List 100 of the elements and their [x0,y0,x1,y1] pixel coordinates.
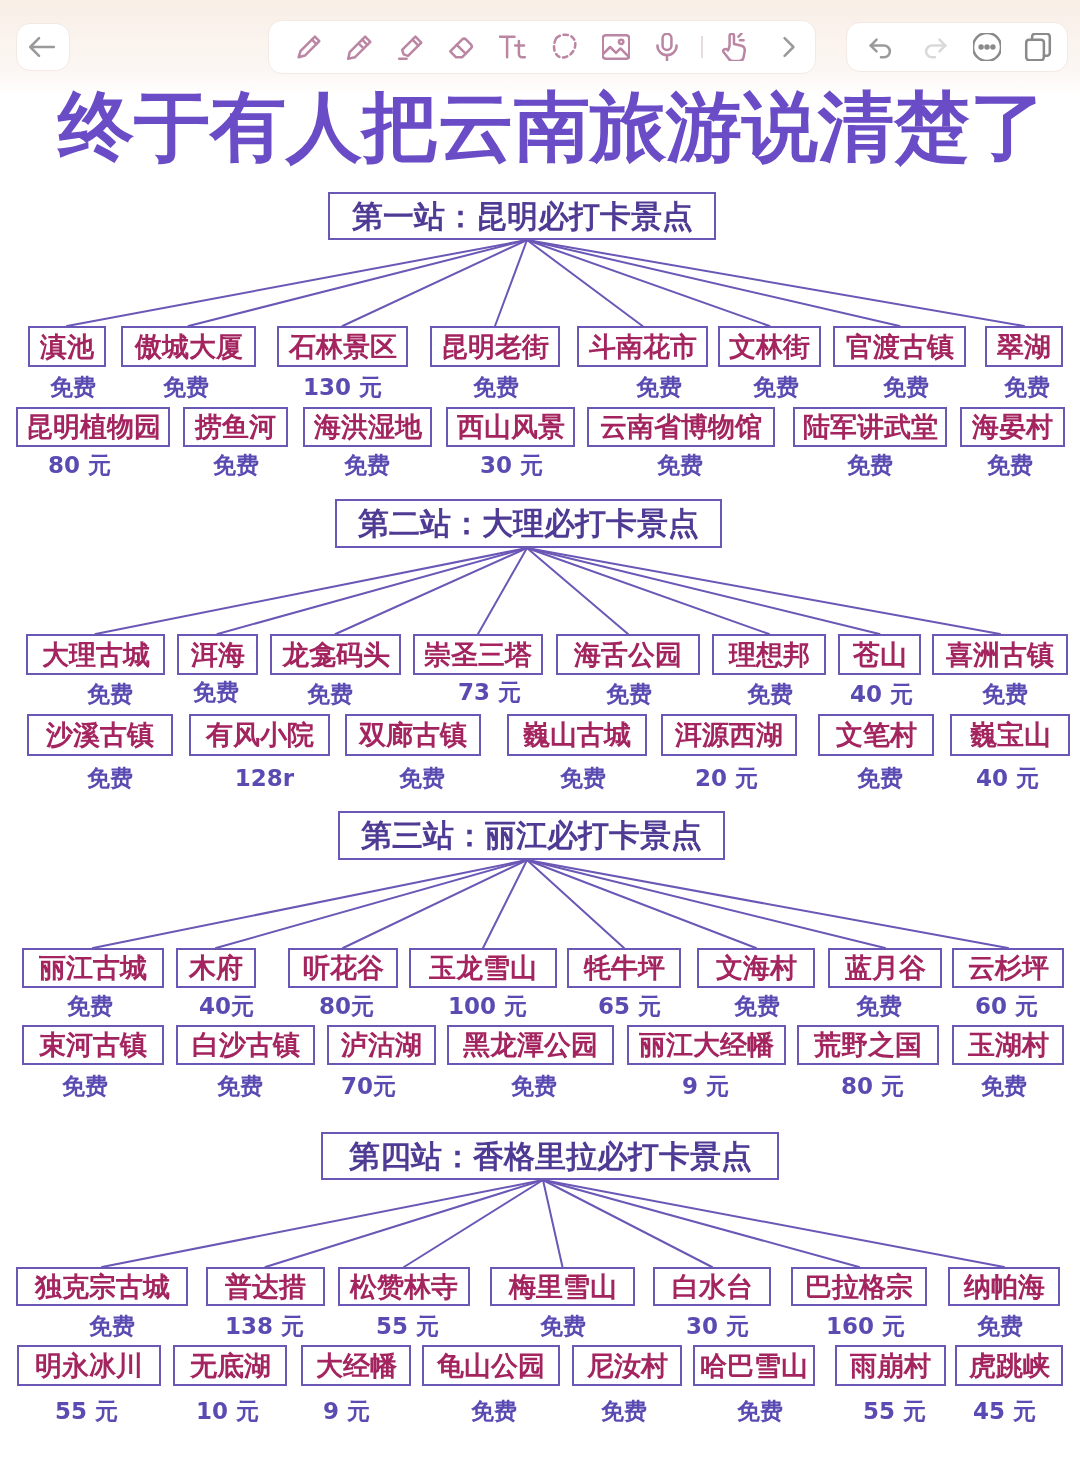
place-name: 丽江古城 [39,953,147,983]
connector-line [526,547,629,635]
price-label: 免费 [980,1073,1027,1098]
place-name: 独克宗古城 [34,1271,170,1302]
place-name: 蓝月谷 [844,953,926,983]
price-label: 免费 [986,452,1033,477]
connector-line [477,547,528,635]
place-name: 荒野之国 [814,1030,922,1060]
station-heading: 第一站：昆明必打卡景点 [351,198,693,234]
place-name: 云杉坪 [967,953,1049,983]
price-label: 70元 [341,1073,396,1098]
price-label: 100 元 [448,993,527,1018]
place-name: 陆军讲武堂 [802,412,938,442]
place-name: 昆明老街 [441,331,549,362]
heading-box [338,811,725,860]
price-label: 免费 [882,374,929,399]
place-name: 翠湖 [997,331,1051,362]
place-name: 文海村 [715,953,797,983]
price-label: 免费 [192,679,239,704]
place-name: 纳帕海 [963,1271,1045,1302]
connector-line [334,547,528,635]
price-label: 免费 [61,1073,108,1098]
station-heading: 第四站：香格里拉必打卡景点 [348,1138,752,1174]
price-label: 免费 [656,452,703,477]
place-name: 雨崩村 [850,1350,931,1381]
place-name: 海洪湿地 [313,412,422,442]
place-name: 昆明植物园 [25,412,161,442]
price-label: 免费 [66,993,113,1018]
price-label: 55 元 [863,1398,926,1423]
place-name: 文笔村 [835,720,917,750]
place-name: 龟山公园 [437,1350,545,1381]
connector-line [494,239,528,327]
place-name: 玉湖村 [967,1030,1049,1060]
price-label: 免费 [86,765,133,790]
price-label: 60 元 [975,993,1038,1018]
place-name: 大经幡 [315,1350,397,1381]
place-name: 文林街 [729,331,810,362]
place-name: 洱源西湖 [675,720,783,750]
price-label: 80 元 [48,452,111,477]
price-label: 免费 [88,1313,135,1338]
place-name: 喜洲古镇 [946,639,1054,670]
price-label: 免费 [86,681,133,706]
price-label: 免费 [216,1073,263,1098]
place-name: 理想邦 [728,639,810,670]
price-label: 免费 [976,1313,1023,1338]
price-label: 80 元 [841,1073,904,1098]
connector-line [403,1179,544,1268]
price-label: 免费 [736,1398,783,1423]
connector-line [542,1179,564,1268]
place-name: 洱海 [190,639,245,670]
place-name: 哈巴雪山 [700,1350,808,1381]
price-label: 免费 [600,1398,647,1423]
price-label: 免费 [162,374,209,399]
price-label: 免费 [306,681,353,706]
station-heading: 第三站：丽江必打卡景点 [361,818,702,853]
price-label: 免费 [846,452,893,477]
price-label: 免费 [752,374,799,399]
price-label: 免费 [635,374,682,399]
price-label: 免费 [472,374,519,399]
place-name: 巍宝山 [969,720,1051,750]
place-name: 普达措 [225,1271,306,1302]
price-label: 80元 [319,993,374,1018]
price-label: 免费 [605,681,652,706]
place-name: 崇圣三塔 [424,639,532,670]
place-name: 滇池 [40,331,94,362]
place-name: 石林景区 [288,331,397,362]
connector-line [341,239,528,327]
price-label: 30 元 [480,452,543,477]
price-label: 免费 [981,681,1028,706]
place-name: 梅里雪山 [508,1271,617,1302]
price-label: 10 元 [196,1398,259,1423]
place-name: 黑龙潭公园 [463,1030,598,1060]
price-label: 免费 [856,765,903,790]
place-name: 玉龙雪山 [429,953,537,983]
price-label: 免费 [855,993,902,1018]
connector-line [526,547,770,635]
price-label: 免费 [212,452,259,477]
place-name: 斗南花市 [588,331,697,362]
place-name: 西山风景 [456,412,565,442]
connector-line [342,859,528,949]
station-heading: 第二站：大理必打卡景点 [358,506,699,541]
heading-box [328,192,716,240]
place-name: 虎跳峡 [968,1350,1050,1381]
price-label: 55 元 [376,1313,439,1338]
connector-line [526,239,771,327]
place-name: 松赞林寺 [350,1271,458,1302]
place-name: 尼汝村 [586,1350,668,1381]
place-name: 捞鱼河 [195,412,276,442]
price-label: 免费 [343,452,390,477]
place-name: 束河古镇 [39,1030,147,1060]
place-name: 大理古城 [41,639,150,670]
price-label: 9 元 [323,1398,370,1423]
place-name: 有风小院 [205,720,314,750]
place-name: 官渡古镇 [845,331,954,362]
place-name: 泸沽湖 [341,1030,422,1060]
price-label: 55 元 [55,1398,118,1423]
connector-line [542,1179,713,1268]
price-label: 9 元 [682,1073,729,1098]
price-label: 20 元 [695,765,758,790]
price-label: 免费 [1003,374,1050,399]
